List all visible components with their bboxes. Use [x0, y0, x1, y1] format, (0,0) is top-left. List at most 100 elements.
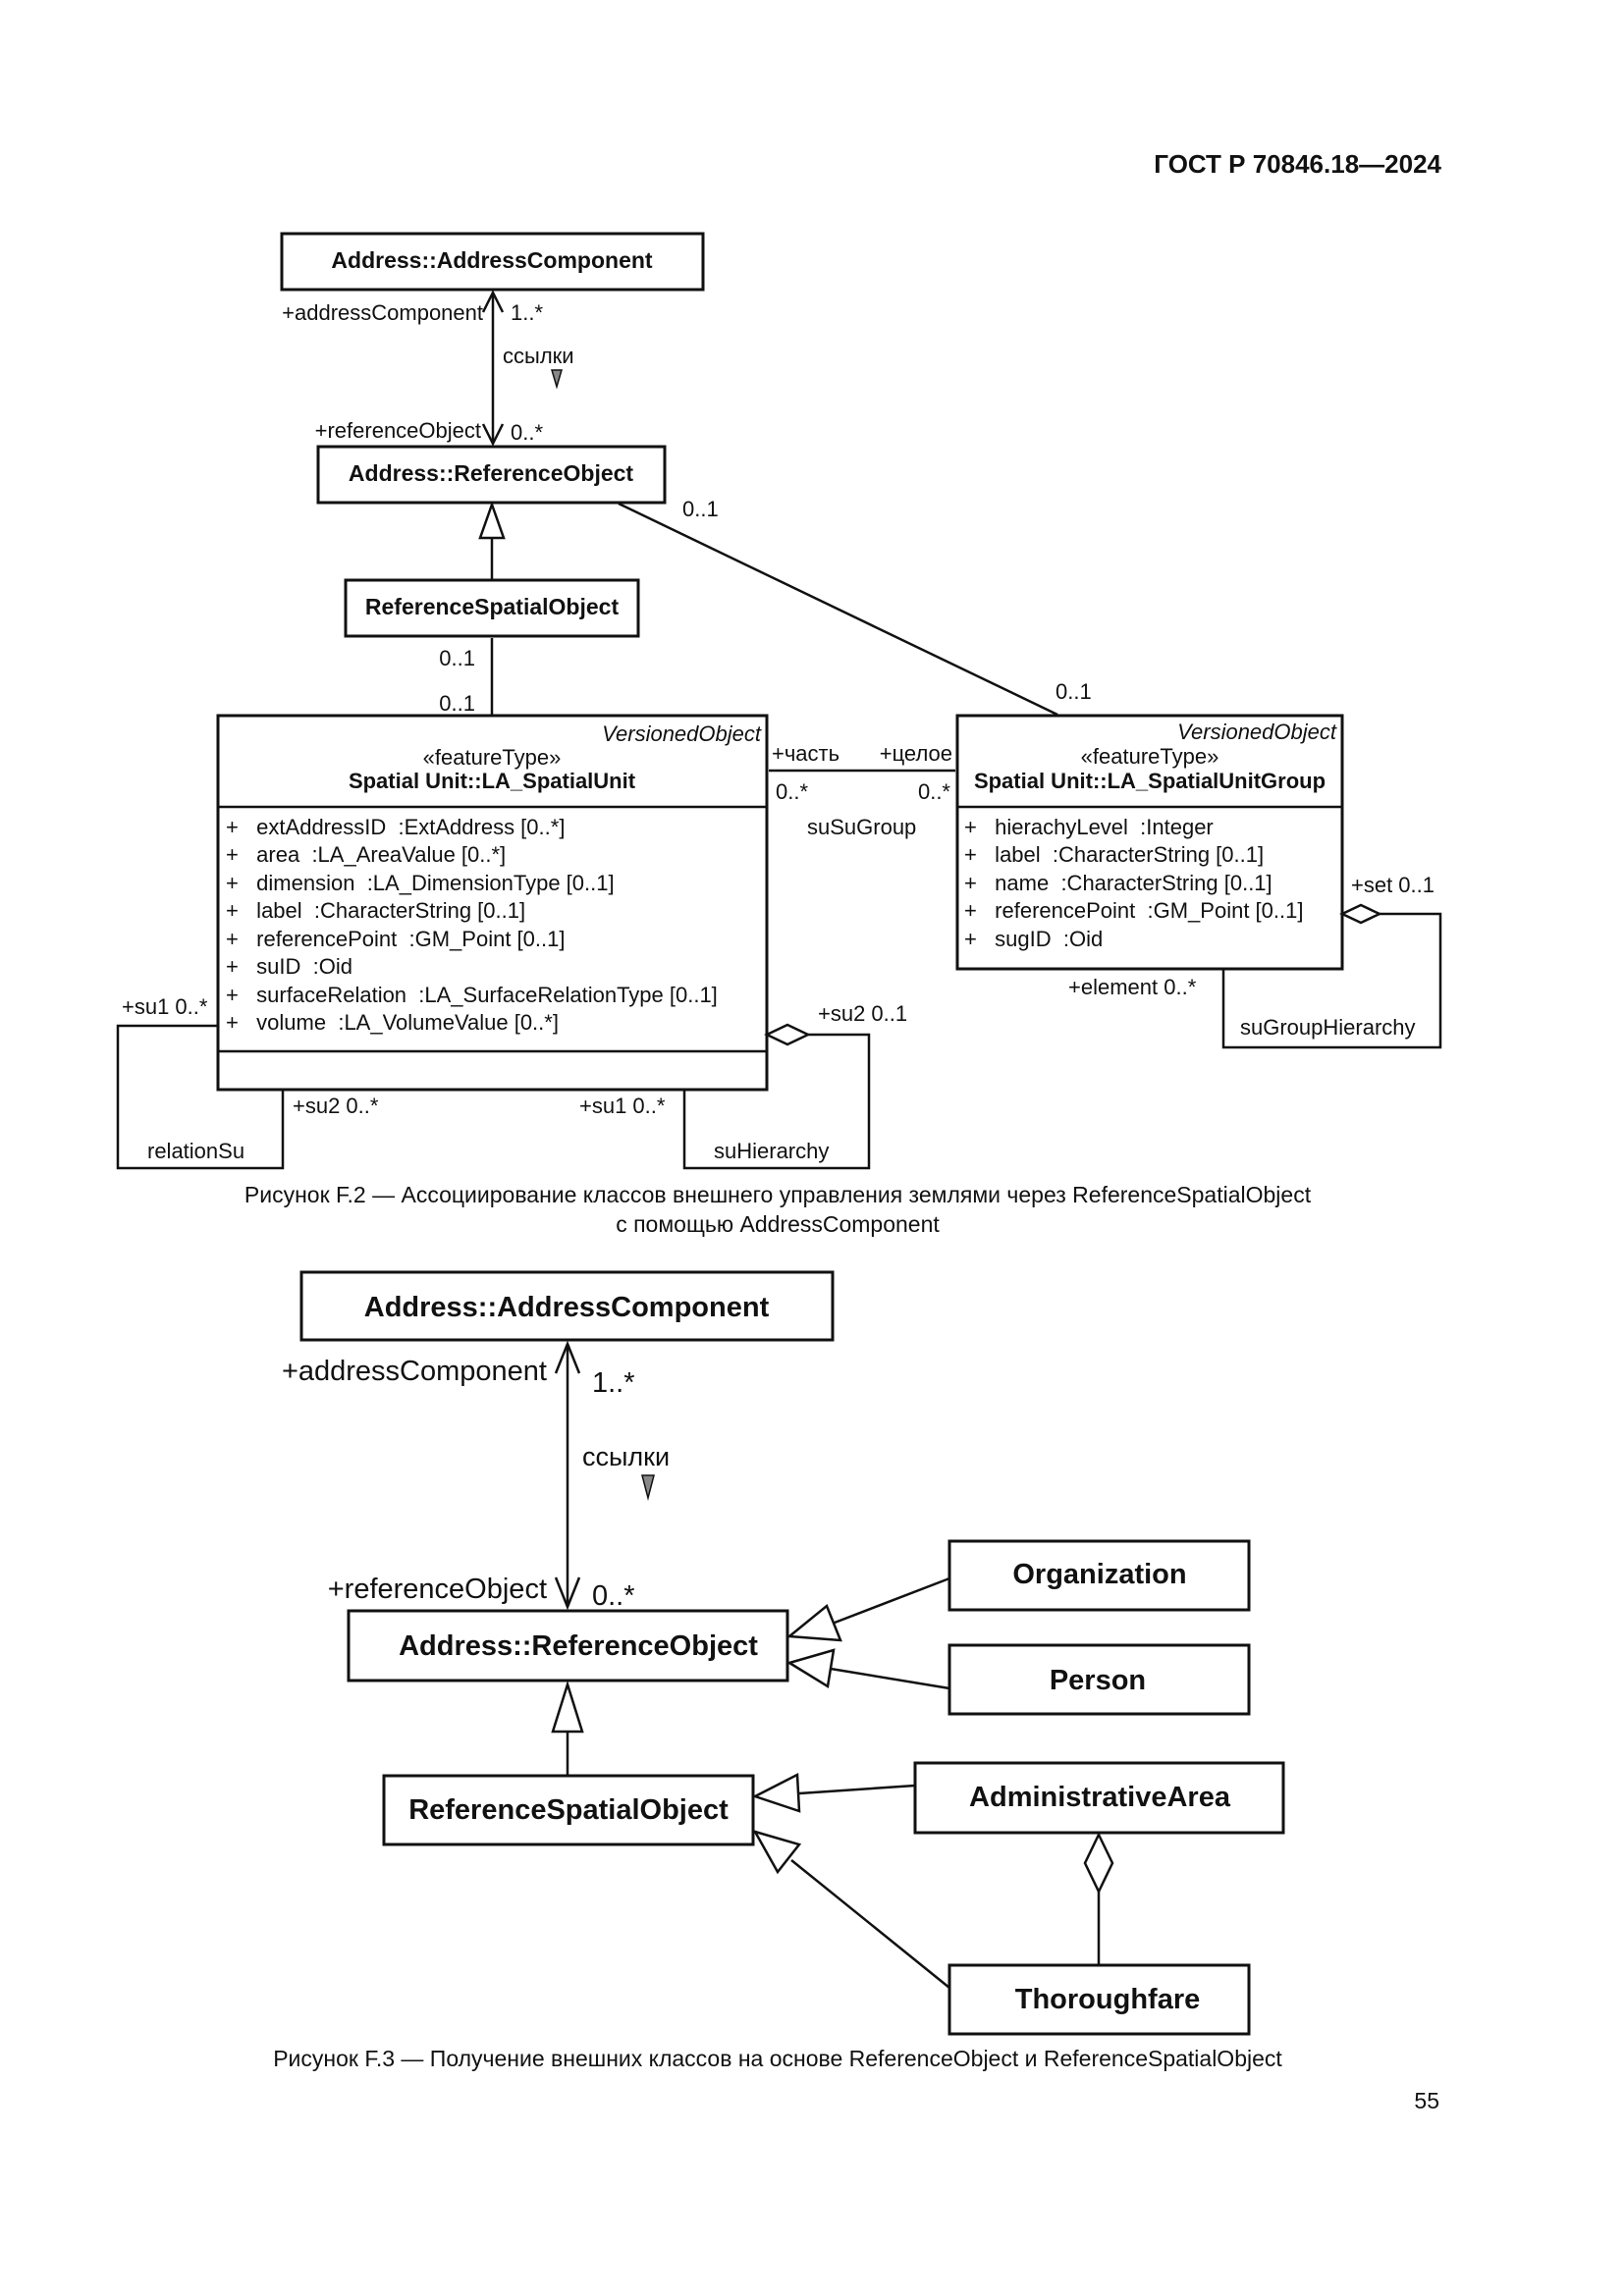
f3-aggregation-diamond-icon — [1083, 1832, 1114, 1895]
f3-thoroughfare-label: Thoroughfare — [1015, 1984, 1201, 2015]
f2-relationsu-line — [116, 1024, 285, 1170]
f2-refobj-group-association — [618, 502, 1058, 717]
f2-su-attribute: + referencePoint :GM_Point [0..1] — [226, 927, 565, 951]
f3-assoc-refs: ссылки — [582, 1442, 670, 1471]
f2-su-attribute: + extAddressID :ExtAddress [0..*] — [226, 815, 565, 839]
f2-spatial-unit-group-class — [955, 714, 1344, 971]
f2-reference-spatial-object-box — [344, 578, 640, 638]
f2-su-attribute: + suID :Oid — [226, 954, 352, 979]
f2-role-su2-right: +su2 0..1 — [818, 1001, 907, 1026]
f2-role-set: +set 0..1 — [1351, 873, 1435, 897]
f3-direction-triangle-icon — [641, 1474, 655, 1501]
f3-reference-object-label: Address::ReferenceObject — [399, 1630, 758, 1662]
f2-address-component-box — [280, 232, 705, 292]
f2-role-su1-left: +su1 0..* — [122, 994, 208, 1019]
f3-administrative-area-generalization-line — [798, 1784, 916, 1795]
f2-role-whole: +целое — [880, 741, 952, 766]
f2-reference-object-box — [316, 445, 667, 505]
f3-organization-box — [947, 1539, 1251, 1612]
f2-role-part: +часть — [772, 741, 839, 766]
f3-arrow-up-icon — [554, 1340, 581, 1374]
f2-mult-su-top: 0..1 — [439, 691, 475, 716]
f2-sugrouphierarchy-line — [1221, 912, 1442, 1049]
f2-generalization-triangle-icon — [478, 501, 506, 540]
f2-su-aggregation-diamond-icon — [764, 1023, 811, 1046]
f2-su-parent: VersionedObject — [602, 721, 762, 746]
f3-caption: Рисунок F.3 — Получение внешних классов … — [273, 2046, 1282, 2071]
f3-reference-object-box — [347, 1609, 789, 1682]
f2-role-su1-bottom: +su1 0..* — [579, 1094, 666, 1118]
f3-administrative-area-generalization-triangle-icon — [751, 1773, 801, 1813]
f2-sug-attribute: + sugID :Oid — [964, 927, 1103, 951]
f2-sug-attribute: + referencePoint :GM_Point [0..1] — [964, 898, 1303, 923]
f3-arrow-down-icon — [554, 1576, 581, 1611]
f2-su-attribute-list: + extAddressID :ExtAddress [0..*] + area… — [226, 815, 718, 1035]
f2-caption-line1: Рисунок F.2 — Ассоциирование классов вне… — [244, 1182, 1312, 1207]
f2-mult-group-top: 0..1 — [1056, 679, 1092, 704]
f3-organization-generalization-line — [834, 1576, 950, 1625]
f2-su-attribute: + dimension :LA_DimensionType [0..1] — [226, 871, 615, 895]
f3-administrative-area-box — [913, 1761, 1285, 1835]
f2-mult-0-many-ref: 0..* — [511, 420, 543, 445]
f2-sug-name: Spatial Unit::LA_SpatialUnitGroup — [974, 769, 1326, 793]
f3-person-generalization-triangle-icon — [785, 1648, 836, 1689]
f2-role-su2-bottom: +su2 0..* — [293, 1094, 379, 1118]
f2-role-element: +element 0..* — [1068, 975, 1197, 999]
f3-person-generalization-line — [830, 1667, 950, 1690]
f2-sug-stereotype: «featureType» — [1081, 744, 1219, 769]
f2-su-stereotype: «featureType» — [423, 745, 562, 770]
f2-reference-spatial-object-label: ReferenceSpatialObject — [365, 594, 620, 619]
f3-address-component-box — [299, 1270, 835, 1342]
f3-organization-generalization-triangle-icon — [785, 1603, 842, 1642]
document-header: ГОСТ Р 70846.18—2024 — [1154, 149, 1441, 179]
f2-mult-refobj-group: 0..1 — [682, 497, 719, 521]
f3-role-address-component: +addressComponent — [282, 1356, 547, 1387]
f2-mult-whole: 0..* — [918, 779, 950, 804]
f2-sug-attribute: + hierachyLevel :Integer — [964, 815, 1214, 839]
f3-thoroughfare-box — [947, 1963, 1251, 2036]
f2-assoc-susugroup: suSuGroup — [807, 815, 916, 839]
f2-sug-attribute: + label :CharacterString [0..1] — [964, 842, 1264, 867]
f2-caption-line2: с помощью AddressComponent — [616, 1211, 940, 1237]
f2-spatial-unit-class — [216, 714, 769, 1092]
f2-suhierarchy-line — [682, 1033, 871, 1170]
f3-reference-spatial-object-box — [382, 1774, 755, 1846]
f3-mult-1-many: 1..* — [592, 1367, 635, 1399]
f3-person-box — [947, 1643, 1251, 1716]
f2-direction-triangle-icon — [550, 369, 564, 390]
f2-assoc-sugrouphierarchy: suGroupHierarchy — [1240, 1015, 1416, 1040]
f2-su-attribute: + surfaceRelation :LA_SurfaceRelationTyp… — [226, 983, 718, 1007]
f2-assoc-suhierarchy: suHierarchy — [714, 1139, 829, 1163]
f2-sug-attribute-list: + hierachyLevel :Integer + label :Charac… — [964, 815, 1303, 951]
f3-thoroughfare-generalization-triangle-icon — [752, 1829, 802, 1875]
f3-address-component-label: Address::AddressComponent — [364, 1292, 770, 1323]
f3-role-reference-object: +referenceObject — [328, 1574, 547, 1605]
f2-reference-object-label: Address::ReferenceObject — [349, 460, 633, 486]
f3-generalization-triangle-icon — [551, 1680, 584, 1734]
f2-address-component-label: Address::AddressComponent — [331, 247, 652, 273]
figure-f3: Address::AddressComponent +addressCompon… — [282, 1270, 1285, 2036]
f2-mult-1-many: 1..* — [511, 300, 543, 325]
f2-su-attribute: + volume :LA_VolumeValue [0..*] — [226, 1010, 559, 1035]
f2-mult-rso-bottom: 0..1 — [439, 646, 475, 670]
f2-arrow-up-icon — [481, 290, 505, 313]
page-number: 55 — [1414, 2088, 1439, 2113]
f3-mult-0-many: 0..* — [592, 1580, 635, 1612]
f2-mult-part: 0..* — [776, 779, 808, 804]
f2-su-name: Spatial Unit::LA_SpatialUnit — [349, 769, 636, 793]
f2-arrow-down-icon — [481, 423, 505, 447]
figure-f2: Address::AddressComponent +addressCompon… — [116, 232, 1442, 1170]
f2-sug-parent: VersionedObject — [1177, 720, 1337, 744]
f3-reference-spatial-object-label: ReferenceSpatialObject — [408, 1794, 729, 1826]
f2-role-reference-object: +referenceObject — [315, 418, 481, 443]
f2-su-attribute: + area :LA_AreaValue [0..*] — [226, 842, 506, 867]
f2-sug-aggregation-diamond-icon — [1339, 903, 1382, 925]
f2-assoc-relationsu: relationSu — [147, 1139, 244, 1163]
f2-su-attribute: + label :CharacterString [0..1] — [226, 898, 525, 923]
f2-sug-attribute: + name :CharacterString [0..1] — [964, 871, 1272, 895]
f3-thoroughfare-generalization-line — [790, 1859, 950, 1989]
f2-assoc-refs: ссылки — [503, 344, 574, 368]
f2-role-address-component: +addressComponent — [282, 300, 483, 325]
f3-organization-label: Organization — [1012, 1559, 1186, 1590]
f3-person-label: Person — [1050, 1665, 1146, 1696]
